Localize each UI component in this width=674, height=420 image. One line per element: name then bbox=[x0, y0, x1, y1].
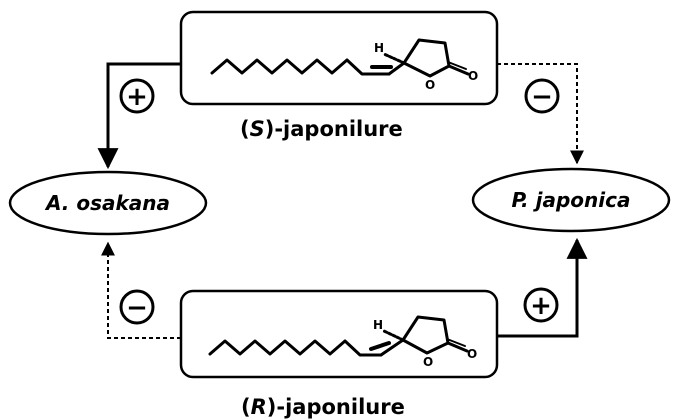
r-hydrogen-atom: H bbox=[373, 318, 383, 332]
arrow-r-to-p-japonica bbox=[497, 237, 588, 338]
species-a-osakana-label: A. osakana bbox=[44, 191, 170, 215]
sign-r-to-p-japonica-text: + bbox=[530, 291, 552, 321]
arrow-s-to-p-japonica bbox=[497, 63, 584, 165]
s-carbonyl-oxygen-atom: O bbox=[468, 69, 478, 83]
species-a-osakana: A. osakana bbox=[8, 170, 208, 236]
s-japonilure-box: H O O bbox=[179, 10, 499, 106]
s-hydrogen-atom: H bbox=[374, 41, 384, 55]
r-japonilure-label: (R)-japonilure bbox=[241, 395, 405, 419]
arrow-r-to-a-osakana bbox=[101, 241, 181, 339]
s-ring-oxygen-atom: O bbox=[425, 78, 435, 92]
sign-r-to-a-osakana: − bbox=[119, 289, 155, 325]
s-japonilure-label: (S)-japonilure bbox=[240, 117, 403, 141]
sign-s-to-a-osakana: + bbox=[119, 78, 155, 114]
r-japonilure-structure bbox=[208, 315, 469, 357]
r-ring-oxygen-atom: O bbox=[423, 355, 433, 369]
sign-s-to-p-japonica-text: − bbox=[531, 82, 553, 112]
species-p-japonica-label: P. japonica bbox=[512, 188, 631, 212]
species-p-japonica: P. japonica bbox=[471, 167, 671, 233]
r-carbonyl-oxygen-atom: O bbox=[467, 347, 477, 361]
r-japonilure-box: H O O bbox=[179, 289, 499, 379]
sign-r-to-p-japonica: + bbox=[523, 287, 559, 323]
s-japonilure-structure bbox=[210, 38, 470, 78]
sign-s-to-a-osakana-text: + bbox=[126, 82, 148, 112]
sign-r-to-a-osakana-text: − bbox=[126, 293, 148, 323]
sign-s-to-p-japonica: − bbox=[524, 78, 560, 114]
arrow-s-to-a-osakana bbox=[97, 62, 181, 170]
